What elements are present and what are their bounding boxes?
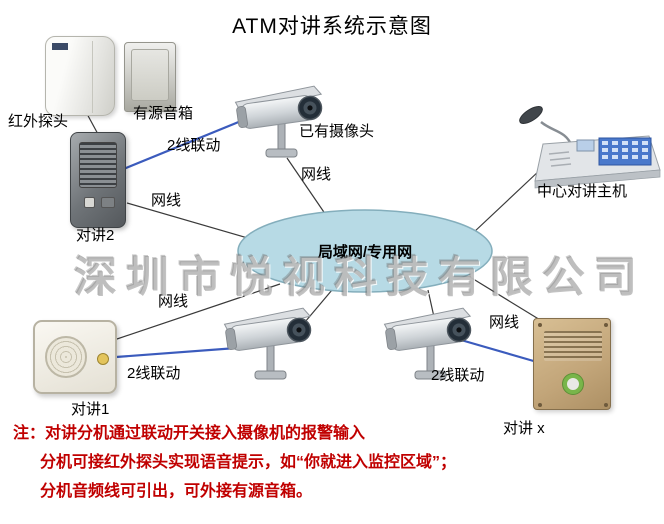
linkage-bottom-left-label: 2线联动	[127, 365, 181, 382]
intercom1-speaker-grille	[45, 336, 87, 378]
note-line-3: 分机音频线可引出，可外接有源音箱。	[40, 483, 313, 500]
speaker-label: 有源音箱	[133, 105, 194, 122]
intercomx-call-button	[563, 374, 583, 394]
line-cloud-to-intercom1	[113, 283, 281, 341]
cloud-label: 局域网/专用网	[317, 244, 413, 261]
console-device	[519, 106, 661, 189]
note-line-2: 分机可接红外探头实现语音提示，如“你就进入监控区域”；	[40, 454, 457, 471]
line-cloud-to-intercomx	[469, 276, 551, 327]
console-keys	[602, 141, 648, 159]
intercom2-device	[70, 132, 126, 228]
console-speaker-slots	[548, 151, 572, 167]
pir-label: 红外探头	[8, 113, 69, 130]
intercom1-device	[33, 320, 117, 394]
camera-top-label: 已有摄像头	[299, 123, 375, 140]
line-intercom2-to-cloud	[126, 202, 259, 242]
intercomx-device	[533, 318, 611, 410]
net-intercomx-label: 网线	[489, 314, 520, 331]
active-speaker-device	[124, 42, 176, 112]
line-console-to-cloud	[472, 169, 541, 234]
linkage-top-label: 2线联动	[167, 137, 221, 154]
note-line-1: 注：对讲分机通过联动开关接入摄像机的报警输入	[13, 425, 366, 442]
console-mic-capsule	[519, 106, 543, 124]
line-linkage-bottom-right	[460, 338, 538, 364]
net-intercom1-label: 网线	[158, 293, 189, 310]
pir-sensor-device	[45, 36, 115, 116]
intercomx-speaker-grille	[544, 331, 602, 361]
console-display	[576, 139, 595, 152]
net-intercom2-label: 网线	[151, 192, 182, 209]
diagram-title: ATM对讲系统示意图	[232, 15, 432, 38]
intercom1-label: 对讲1	[71, 401, 110, 418]
line-camera-top-to-cloud	[286, 157, 331, 222]
network-cloud	[237, 209, 493, 293]
intercom2-call-button	[84, 197, 95, 208]
intercom2-name-plate	[101, 197, 115, 208]
console-body-front	[534, 169, 661, 189]
intercom1-call-button	[97, 353, 109, 365]
intercomx-label: 对讲 x	[503, 420, 545, 437]
pir-seam	[92, 41, 93, 113]
intercomx-screws	[538, 323, 542, 327]
console-label: 中心对讲主机	[537, 183, 628, 200]
line-cloud-to-camera-br	[427, 289, 435, 318]
linkage-bottom-right-label: 2线联动	[431, 367, 485, 384]
line-cloud-to-camera-bl	[304, 289, 333, 323]
pir-logo	[52, 43, 68, 50]
line-linkage-bottom-left	[115, 345, 251, 359]
network-lines	[85, 111, 551, 341]
intercom2-label: 对讲2	[76, 227, 115, 244]
speaker-front-panel	[131, 49, 169, 101]
net-camera-top-label: 网线	[301, 166, 332, 183]
intercom2-speaker-grille	[79, 142, 117, 188]
camera-bottom-left-device	[223, 306, 315, 380]
